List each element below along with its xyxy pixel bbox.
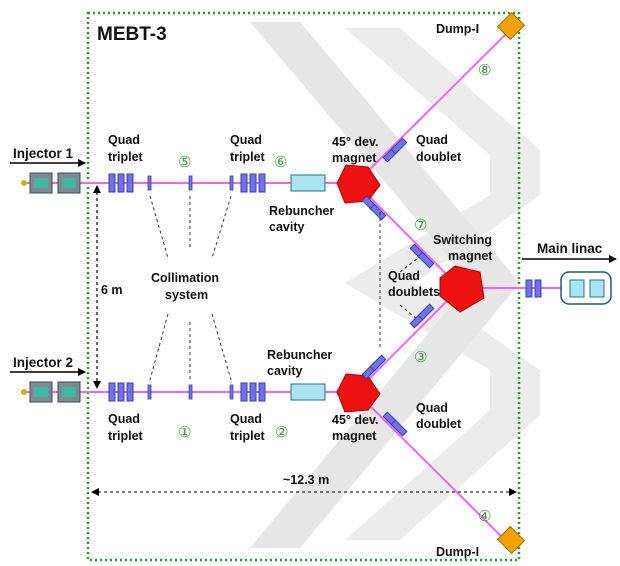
main-linac-label: Main linac: [537, 241, 603, 256]
marker-7: ⑦: [414, 216, 427, 234]
label-quad-triplet-upper-right: Quad triplet: [230, 133, 266, 164]
collimator-upper: [188, 175, 193, 191]
label-quad-doublets: Quad doublets: [388, 269, 440, 299]
label-switching-magnet: Switching magnet: [433, 233, 496, 263]
background-chevron-1: [250, 22, 520, 548]
label-quad-triplet-lower-left: Quad triplet: [108, 412, 144, 443]
mebt3-frame: [86, 11, 521, 562]
quad-triplet-upper-left: [108, 173, 152, 193]
main-linac-cryomodule: [560, 271, 612, 305]
label-rebuncher-lower: Rebuncher cavity: [267, 348, 336, 378]
marker-5: ⑤: [178, 153, 191, 171]
rebuncher-cavity-lower: [290, 383, 326, 401]
beamline-to-dump-lower: [355, 391, 511, 546]
quad-doublet-upper-dump: [382, 137, 408, 163]
marker-2: ②: [275, 423, 288, 441]
quad-triplet-lower-right: [229, 382, 266, 402]
main-linac-quads: [525, 279, 542, 298]
beamline-to-dump-upper: [355, 29, 511, 184]
quad-triplet-lower-left: [108, 382, 152, 402]
collimation-guide-lines: [149, 195, 232, 381]
beamline-upper-to-switch: [355, 182, 461, 289]
mebt3-title: MEBT-3: [97, 24, 167, 45]
dump-lower-label: Dump-I: [436, 545, 479, 559]
marker-3: ③: [414, 348, 427, 366]
injector-1-units: [21, 172, 81, 194]
label-bending-magnet-upper: 45° dev. magnet: [332, 135, 382, 165]
marker-8: ⑧: [478, 61, 491, 79]
injector-1-label: Injector 1: [13, 146, 74, 161]
bending-magnet-upper: [336, 164, 381, 204]
marker-4: ④: [478, 507, 491, 525]
switching-magnet: [439, 265, 485, 313]
beam-dump-upper: [496, 11, 526, 41]
label-quad-triplet-upper-left: Quad triplet: [108, 133, 144, 164]
collimator-lower: [188, 384, 193, 400]
rebuncher-cavity-upper: [290, 174, 326, 192]
label-bending-magnet-lower: 45° dev. magnet: [332, 413, 382, 443]
quad-doublet-lower-dump: [382, 411, 408, 437]
label-quad-triplet-lower-right: Quad triplet: [230, 412, 266, 443]
quad-doublets-pointers: [379, 212, 419, 350]
dump-upper-label: Dump-I: [436, 22, 479, 36]
injector-2-units: [21, 381, 81, 403]
label-quad-doublet-upper: Quad doublet: [416, 133, 462, 164]
length-label: ~12.3 m: [283, 473, 329, 487]
beamline-lower-to-switch: [355, 287, 461, 393]
marker-1: ①: [178, 423, 191, 441]
background-chevron-2: [345, 28, 540, 540]
label-quad-doublet-lower: Quad doublet: [416, 401, 462, 431]
beam-dump-lower: [496, 525, 526, 555]
separation-label: 6 m: [101, 283, 123, 297]
quad-doublet-upper-switch: [361, 195, 435, 269]
quad-triplet-upper-right: [229, 173, 266, 193]
marker-6: ⑥: [274, 153, 287, 171]
label-collimation-system: Collimation system: [151, 271, 223, 302]
injector-2-label: Injector 2: [13, 355, 73, 370]
label-rebuncher-upper: Rebuncher cavity: [269, 204, 338, 234]
